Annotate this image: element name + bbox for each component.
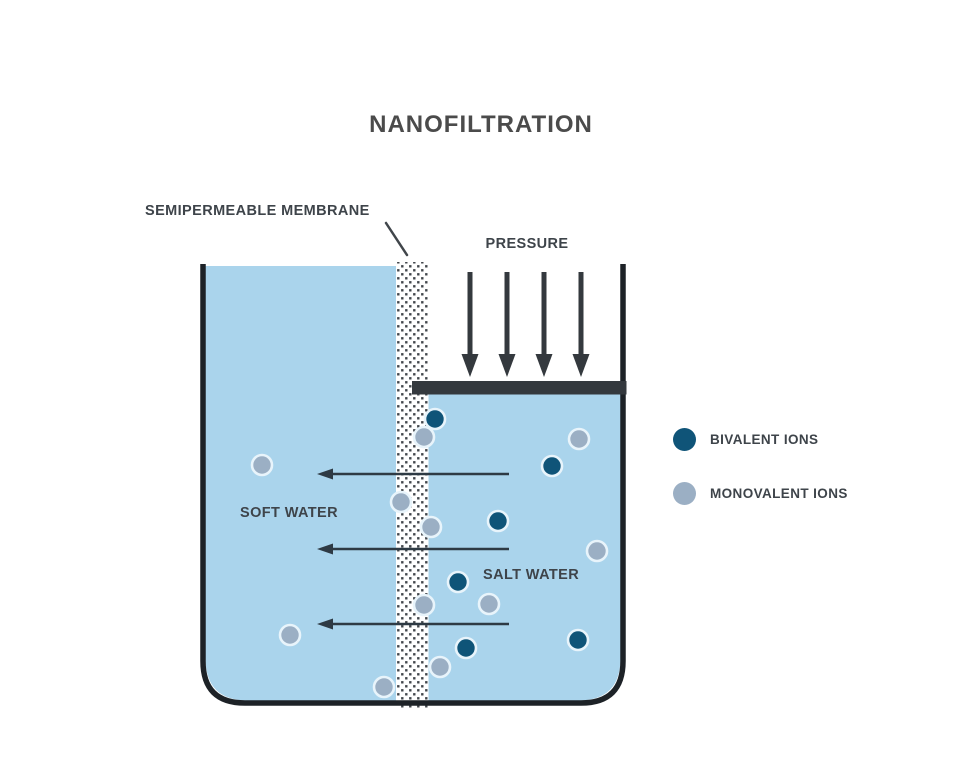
piston-bar bbox=[412, 381, 627, 395]
bivalent-ion-swatch bbox=[673, 428, 696, 451]
pressure-arrow-head bbox=[498, 354, 516, 377]
soft-water-label: SOFT WATER bbox=[240, 505, 338, 521]
monovalent-ion bbox=[412, 593, 436, 617]
bivalent-ion bbox=[486, 509, 510, 533]
monovalent-ion bbox=[278, 623, 302, 647]
monovalent-ion bbox=[372, 675, 396, 699]
bivalent-ion bbox=[566, 628, 590, 652]
monovalent-ion-label: MONOVALENT IONS bbox=[710, 486, 848, 501]
monovalent-ion bbox=[477, 592, 501, 616]
membrane-label: SEMIPERMEABLE MEMBRANE bbox=[145, 203, 370, 219]
monovalent-ion bbox=[389, 490, 413, 514]
flow-arrow-head bbox=[317, 543, 333, 555]
legend-item-monovalent: MONOVALENT IONS bbox=[673, 482, 848, 505]
bivalent-ion-label: BIVALENT IONS bbox=[710, 432, 819, 447]
monovalent-ion bbox=[585, 539, 609, 563]
monovalent-ion bbox=[428, 655, 452, 679]
ion-dots bbox=[250, 407, 609, 699]
semipermeable-membrane bbox=[396, 262, 429, 708]
pressure-label: PRESSURE bbox=[485, 236, 569, 252]
diagram-title: NANOFILTRATION bbox=[369, 111, 593, 138]
legend-item-bivalent: BIVALENT IONS bbox=[673, 428, 818, 451]
salt-water-label: SALT WATER bbox=[483, 567, 580, 583]
flow-arrow-head bbox=[317, 468, 333, 480]
monovalent-ion bbox=[412, 425, 436, 449]
monovalent-ion bbox=[567, 427, 591, 451]
pressure-arrow-head bbox=[461, 354, 479, 377]
bivalent-ion bbox=[446, 570, 470, 594]
pressure-arrow-head bbox=[535, 354, 553, 377]
monovalent-ion-swatch bbox=[673, 482, 696, 505]
bivalent-ion bbox=[454, 636, 478, 660]
bivalent-ion bbox=[423, 407, 447, 431]
tank-outline bbox=[200, 264, 626, 706]
bivalent-ion bbox=[540, 454, 564, 478]
pressure-arrows bbox=[461, 272, 590, 377]
pressure-arrow-head bbox=[572, 354, 590, 377]
air-gap bbox=[428, 262, 621, 384]
flow-arrows bbox=[317, 468, 509, 630]
flow-arrow-head bbox=[317, 618, 333, 630]
monovalent-ion bbox=[250, 453, 274, 477]
membrane-pointer-line bbox=[384, 221, 409, 257]
monovalent-ion bbox=[419, 515, 443, 539]
